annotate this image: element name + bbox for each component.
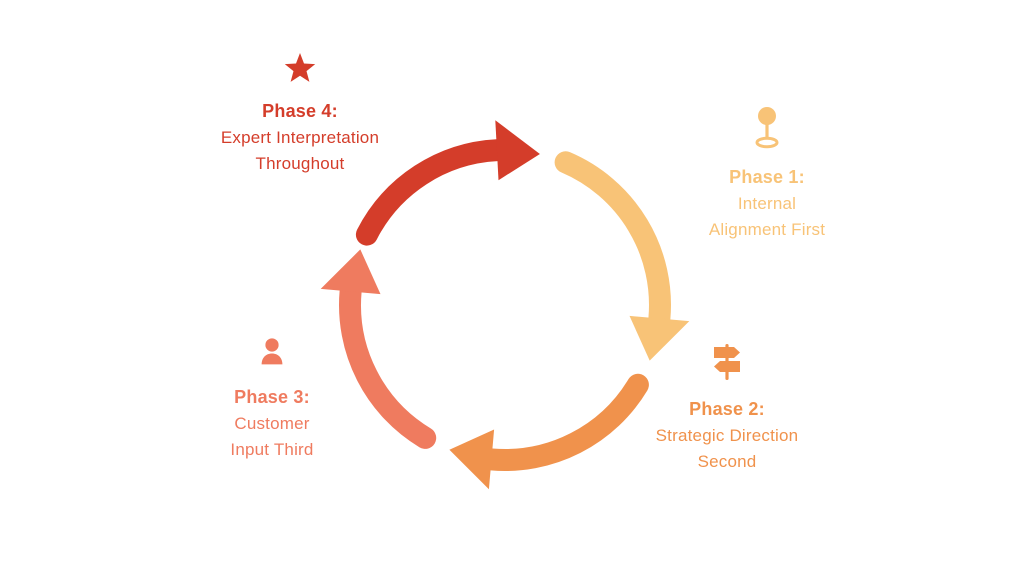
phase-2-title: Phase 2:: [689, 399, 765, 419]
phase-3-line-2: Input Third: [230, 440, 314, 459]
phase-2-line-1: Strategic Direction: [655, 426, 799, 445]
phase-4-line-1: Expert Interpretation: [220, 128, 380, 147]
phase-4-title: Phase 4:: [262, 101, 338, 121]
phase-1-block: Phase 1: Internal Alignment First: [647, 106, 887, 243]
phase-3-title: Phase 3:: [234, 387, 310, 407]
phase-4-block: Phase 4: Expert Interpretation Throughou…: [180, 52, 420, 177]
phase-2-block: Phase 2: Strategic Direction Second: [607, 342, 847, 475]
phase-1-line-1: Internal: [737, 194, 797, 213]
phase-4-line-2: Throughout: [255, 154, 345, 173]
phase-2-line-2: Second: [697, 452, 757, 471]
cycle-arrow-phase-2: [449, 373, 649, 490]
phase-1-line-2: Alignment First: [708, 220, 826, 239]
cycle-arrow-phase-4: [355, 120, 540, 246]
cycle-arrow-phase-1: [554, 151, 690, 361]
phase-3-block: Phase 3: Customer Input Third: [152, 336, 392, 463]
person-icon: [255, 336, 289, 375]
pushpin-icon: [748, 106, 786, 155]
phase-3-line-1: Customer: [234, 414, 310, 433]
star-icon: [283, 52, 317, 89]
signpost-icon: [707, 342, 747, 387]
cycle-arrow-phase-3: [320, 249, 437, 449]
phase-1-title: Phase 1:: [729, 167, 805, 187]
